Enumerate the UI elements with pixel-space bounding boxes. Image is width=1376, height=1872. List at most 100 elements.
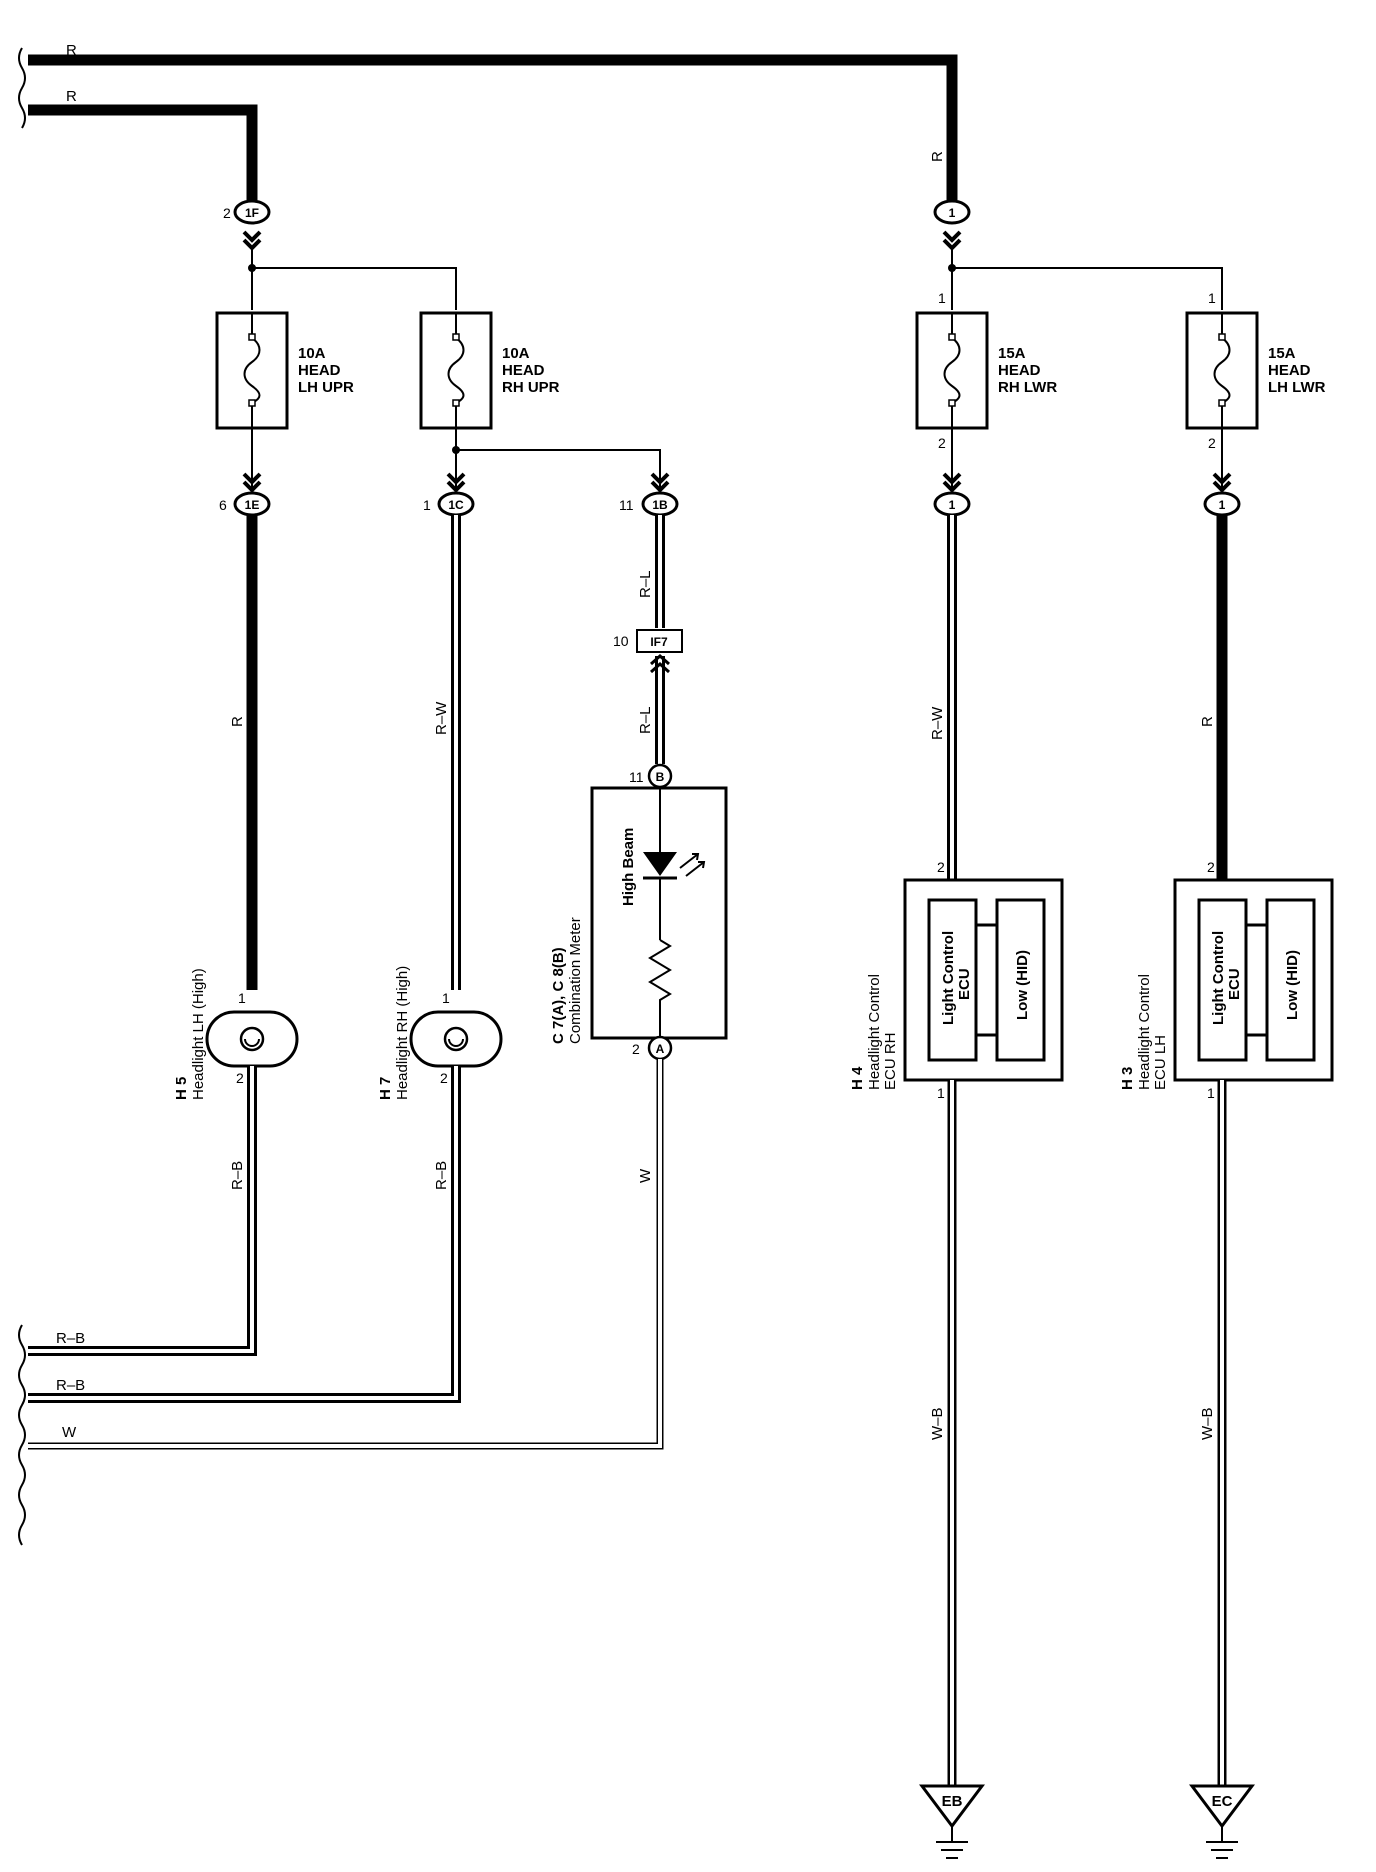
pin-meter-b: 11	[629, 769, 644, 785]
wire-label-ecu-lh-in: R	[1199, 716, 1216, 727]
connector-1b: 1B	[641, 491, 679, 517]
connector-1f: 1F	[233, 199, 271, 251]
wire-label-bottom-rb1: R–B	[56, 1330, 85, 1347]
ground-eb	[919, 1784, 985, 1859]
pin-h3-top: 2	[1207, 859, 1215, 875]
wire-break-marks-bottom	[18, 1324, 26, 1546]
meter-name: Combination Meter	[567, 917, 584, 1044]
h5-name: Headlight LH (High)	[190, 968, 207, 1100]
pin-meter-a: 2	[632, 1041, 640, 1057]
pin-h7-bottom: 2	[440, 1070, 448, 1086]
meter-high-beam-label: High Beam	[620, 828, 637, 906]
fuse-rh-lwr-name2: RH LWR	[998, 379, 1057, 396]
wire-label-ecu-rh-in: R–W	[929, 706, 946, 740]
top-feed-wires	[28, 54, 958, 200]
h7-code: H 7	[377, 1077, 394, 1100]
h3-name2: ECU LH	[1152, 1035, 1169, 1090]
wire-label-bottom-w: W	[62, 1424, 77, 1441]
h3-ecu-line1: Light Control	[1210, 931, 1227, 1025]
junction-dot-rh-upr	[452, 446, 460, 454]
fuse-rh-lwr-amp: 15A	[998, 345, 1026, 362]
fuse-head-lh-upr	[215, 311, 289, 430]
headlight-lh-high	[205, 1010, 299, 1068]
wire-label-lh-gnd: R–B	[229, 1161, 246, 1190]
fuse-lh-lwr-amp: 15A	[1268, 345, 1296, 362]
h4-ecu-line1: Light Control	[940, 931, 957, 1025]
pin-1f: 2	[223, 205, 231, 221]
wire-label-top-r2: R	[66, 88, 77, 105]
wire-label-meter-in-bottom: R–L	[637, 706, 654, 734]
pin-1b: 11	[619, 497, 634, 513]
svg-text:1: 1	[1219, 498, 1226, 512]
fuse-rh-lwr-pin-out: 2	[938, 435, 946, 451]
pin-h4-bottom: 1	[937, 1085, 945, 1101]
headlight-rh-high	[409, 1010, 503, 1068]
headlight-control-ecu-rh	[903, 878, 1064, 1082]
connector-1-top: 1	[933, 199, 971, 251]
svg-text:1: 1	[949, 498, 956, 512]
fuse-head-rh-lwr	[915, 311, 989, 430]
ground-ec	[1189, 1784, 1255, 1859]
fuse-lh-lwr-name2: LH LWR	[1268, 379, 1326, 396]
pin-h3-bottom: 1	[1207, 1085, 1215, 1101]
fuse-head-lh-lwr	[1185, 311, 1259, 430]
h3-low-hid: Low (HID)	[1284, 950, 1301, 1020]
fuse-lh-upr-name2: LH UPR	[298, 379, 354, 396]
wire-rh-ground	[28, 1066, 461, 1403]
svg-text:1B: 1B	[652, 498, 668, 512]
junction-dot-right	[948, 264, 956, 272]
svg-text:IF7: IF7	[650, 635, 668, 649]
pin-h5-bottom: 2	[236, 1070, 244, 1086]
connector-1c: 1C	[437, 491, 475, 517]
svg-text:1F: 1F	[245, 206, 259, 220]
h4-ecu-line2: ECU	[956, 968, 973, 1000]
wire-lh-ground	[28, 1066, 257, 1356]
fuse-lh-upr-name1: HEAD	[298, 362, 341, 379]
fuse-lh-lwr-pin-out: 2	[1208, 435, 1216, 451]
connector-1e: 1E	[233, 491, 271, 517]
pin-h5-top: 1	[238, 990, 246, 1006]
h4-name2: ECU RH	[882, 1032, 899, 1090]
fuse-lh-lwr-name1: HEAD	[1268, 362, 1311, 379]
connector-1-lh: 1	[1203, 491, 1241, 517]
fuse-lh-lwr-pin-in: 1	[1208, 290, 1216, 306]
svg-text:1: 1	[949, 206, 956, 220]
fuse-rh-lwr-pin-in: 1	[938, 290, 946, 306]
wire-label-bottom-rb2: R–B	[56, 1377, 85, 1394]
svg-text:1C: 1C	[448, 498, 464, 512]
fuse-rh-upr-name1: HEAD	[502, 362, 545, 379]
wire-label-rh-upr: R–W	[433, 701, 450, 735]
ground-eb-label: EB	[942, 1793, 963, 1810]
h3-name1: Headlight Control	[1136, 974, 1153, 1090]
wire-label-meter-out: W	[637, 1168, 654, 1183]
meter-code: C 7(A), C 8(B)	[550, 947, 567, 1044]
wire-label-lh-upr: R	[229, 716, 246, 727]
h4-code: H 4	[849, 1066, 866, 1090]
wire-label-right-feed: R	[929, 151, 946, 162]
ground-ec-label: EC	[1212, 1793, 1233, 1810]
connector-1-rh: 1	[933, 491, 971, 517]
distribution-wires	[251, 248, 1223, 310]
fuse-rh-lwr-name1: HEAD	[998, 362, 1041, 379]
fuse-output-wires	[251, 428, 1223, 492]
wire-label-rh-gnd: R–B	[433, 1161, 450, 1190]
wire-break-marks-top	[18, 47, 26, 129]
h5-code: H 5	[173, 1077, 190, 1100]
pin-1c: 1	[423, 497, 431, 513]
connector-arrowheads	[242, 472, 1232, 493]
wire-label-meter-in-top: R–L	[637, 570, 654, 598]
h7-name: Headlight RH (High)	[394, 966, 411, 1100]
combination-meter: B A	[590, 763, 728, 1061]
pin-h4-top: 2	[937, 859, 945, 875]
svg-text:1E: 1E	[245, 498, 260, 512]
h4-low-hid: Low (HID)	[1014, 950, 1031, 1020]
wire-label-ecu-rh-gnd: W–B	[929, 1407, 946, 1440]
pin-if7: 10	[613, 633, 629, 649]
svg-text:A: A	[656, 1042, 665, 1056]
pin-h7-top: 1	[442, 990, 450, 1006]
pin-1e: 6	[219, 497, 227, 513]
h3-code: H 3	[1119, 1067, 1136, 1090]
fuse-rh-upr-amp: 10A	[502, 345, 530, 362]
h4-name1: Headlight Control	[866, 974, 883, 1090]
